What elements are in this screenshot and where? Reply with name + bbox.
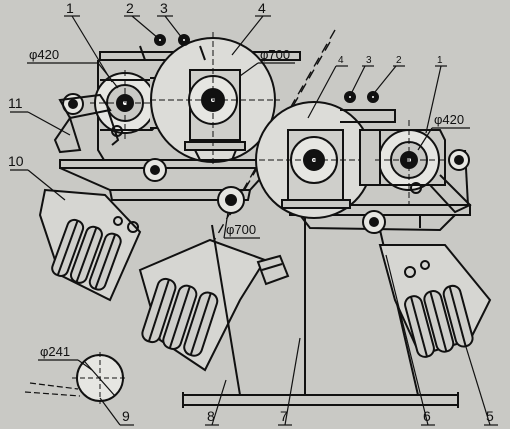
left-roller-cassette	[38, 188, 142, 302]
part-label-8: 8	[207, 408, 215, 424]
part-label-11: 11	[8, 95, 23, 111]
dimension-phi700-mid: φ700	[226, 222, 256, 237]
dimension-labels: φ420 φ700 φ420 φ700 φ241	[29, 47, 464, 359]
part-label-9: 9	[122, 408, 130, 424]
small-roller-phi241	[24, 352, 128, 404]
dimension-phi241: φ241	[40, 344, 70, 359]
part-labels: 1 2 3 4 11 10 4 3 2 1 9 8 7 6 5	[8, 0, 494, 424]
part-label-10: 10	[8, 153, 24, 169]
part-label-2-top: 2	[126, 0, 134, 16]
center-roller-cassette	[138, 238, 290, 372]
part-label-2-right: 2	[396, 55, 402, 66]
right-pivot-wheel	[362, 210, 386, 234]
right-lever-arm	[410, 149, 472, 214]
part-label-1-right: 1	[437, 55, 443, 66]
part-label-4-top: 4	[258, 0, 266, 16]
top-guide-rollers	[139, 34, 206, 61]
right-small-pulley	[359, 120, 446, 205]
right-guide-rollers	[340, 91, 396, 123]
dimension-phi420-right: φ420	[434, 112, 464, 127]
part-label-6: 6	[423, 408, 431, 424]
leader-lines	[10, 15, 498, 426]
dimension-phi420-left: φ420	[29, 47, 59, 62]
left-lever-arm	[53, 93, 123, 154]
part-label-3-top: 3	[160, 0, 168, 16]
part-label-5: 5	[486, 408, 494, 424]
dimension-phi700-top: φ700	[260, 47, 290, 62]
left-pivot-wheels	[143, 158, 245, 214]
part-label-4-right: 4	[338, 55, 344, 66]
part-label-3-right: 3	[366, 55, 372, 66]
part-label-1-left: 1	[66, 0, 74, 16]
part-label-7: 7	[280, 408, 288, 424]
right-roller-cassette	[378, 244, 492, 358]
top-large-pulley	[150, 32, 280, 168]
